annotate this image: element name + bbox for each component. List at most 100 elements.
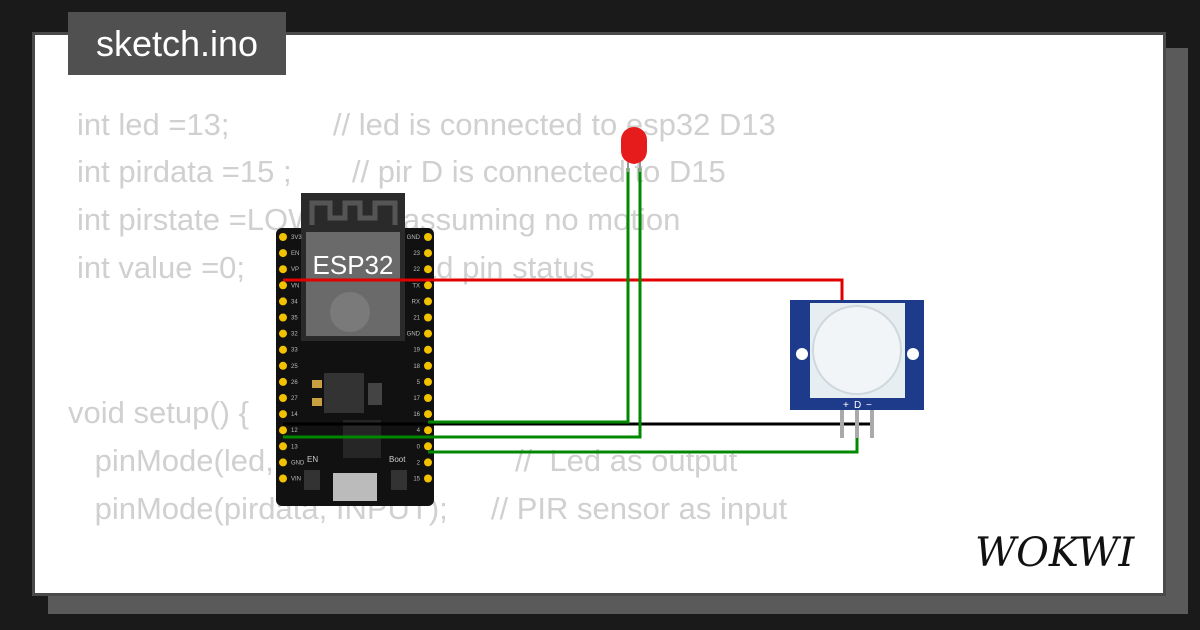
left-pins-pin[interactable] — [279, 426, 287, 435]
wokwi-logo: WOKWI — [975, 528, 1150, 578]
right-pins-pin-label: 0 — [417, 444, 421, 450]
right-pins-pin-label: 19 — [413, 348, 420, 354]
left-pins-pin-label: 33 — [291, 348, 298, 354]
left-pins-pin[interactable] — [279, 249, 287, 258]
sketch-file-tab[interactable]: sketch.ino — [68, 12, 286, 75]
left-pins-pin[interactable] — [279, 297, 287, 306]
right-pins-pin-label: RX — [412, 299, 420, 305]
right-pins-pin[interactable] — [424, 474, 432, 483]
right-pins-pin-label: 4 — [417, 428, 421, 434]
right-pins-pin-label: 22 — [413, 267, 420, 273]
led-power-indicator — [312, 380, 322, 388]
pir-pin-label-minus: − — [866, 400, 872, 411]
left-pins-pin-label: GND — [291, 460, 305, 466]
usb-port[interactable] — [333, 473, 377, 501]
wire-green-led-anode[interactable] — [283, 168, 642, 439]
right-pins-pin-label: 15 — [413, 477, 420, 483]
pir-pin-vcc — [840, 410, 844, 438]
left-pins-pin-label: VN — [291, 283, 299, 289]
right-pins-pin[interactable] — [424, 233, 432, 241]
left-pins-pin[interactable] — [279, 458, 287, 467]
espressif-logo-icon — [330, 292, 370, 332]
right-pins-pin-label: 21 — [413, 316, 420, 322]
left-pins-pin[interactable] — [279, 474, 287, 483]
left-pins-pin-label: 25 — [291, 364, 298, 370]
left-pins-pin[interactable] — [279, 281, 287, 290]
capacitor — [368, 383, 382, 405]
left-pins-pin[interactable] — [279, 442, 287, 451]
right-pins-pin-label: 18 — [413, 364, 420, 370]
right-pins-pin[interactable] — [424, 377, 432, 386]
code-line-5: void setup() { — [68, 395, 249, 430]
left-pins-pin[interactable] — [279, 233, 287, 241]
left-pins-pin[interactable] — [279, 329, 287, 338]
left-pins-pin-label: 35 — [291, 316, 298, 322]
code-line-3: int pirstate =LOW; // assuming no motion — [77, 202, 681, 237]
left-pins-pin[interactable] — [279, 410, 287, 419]
right-pins-pin[interactable] — [424, 249, 432, 258]
right-pins-pin-label: GND — [407, 235, 421, 241]
left-pins-pin[interactable] — [279, 377, 287, 386]
wire-green-pir-data[interactable] — [428, 412, 859, 454]
right-pins-pin[interactable] — [424, 281, 432, 290]
code-line-1: int led =13; // led is connected to esp3… — [77, 107, 776, 142]
pir-sensor[interactable]: + D − — [790, 300, 924, 438]
left-pins-pin-label: 14 — [291, 412, 298, 418]
wire-green-led-cathode[interactable] — [428, 168, 630, 424]
left-pins-pin[interactable] — [279, 313, 287, 322]
right-pins-pin[interactable] — [424, 458, 432, 467]
wokwi-logo-text: WOKWI — [975, 530, 1135, 576]
right-pins-pin-label: 2 — [417, 460, 421, 466]
antenna-trace — [309, 200, 398, 225]
right-pins-pin[interactable] — [424, 265, 432, 274]
left-pins-pin[interactable] — [279, 361, 287, 370]
esp32-board[interactable]: ESP32 3V3ENVPVN34353233252627141213GNDVI… — [276, 193, 434, 506]
en-label: EN — [307, 455, 318, 464]
pir-mount-hole-left — [796, 348, 808, 360]
right-pins-pin[interactable] — [424, 394, 432, 402]
left-pins-pin[interactable] — [279, 394, 287, 402]
right-pins-pin[interactable] — [424, 329, 432, 338]
pir-pin-data — [855, 410, 859, 438]
left-pins-pin-label: EN — [291, 251, 299, 257]
pir-mount-hole-right — [907, 348, 919, 360]
usb-chip — [343, 420, 381, 458]
left-pins-pin-label: 34 — [291, 299, 298, 305]
led-builtin-indicator — [312, 398, 322, 406]
pir-pin-label-d: D — [854, 400, 861, 411]
right-pins-pin[interactable] — [424, 361, 432, 370]
boot-label: Boot — [389, 455, 406, 464]
right-pins-pin-label: 17 — [413, 396, 420, 402]
fresnel-lens-icon — [812, 305, 902, 395]
left-pins-pin-label: VP — [291, 267, 299, 273]
red-led[interactable] — [621, 127, 647, 172]
right-pins-pin[interactable] — [424, 345, 432, 354]
pir-pin-gnd — [870, 410, 874, 438]
esp32-label: ESP32 — [313, 250, 394, 280]
left-pins-pin-label: 27 — [291, 396, 298, 402]
led-dome — [621, 127, 647, 164]
right-pins-pin[interactable] — [424, 410, 432, 419]
right-pins-pin[interactable] — [424, 297, 432, 306]
left-pins-pin-label: 13 — [291, 444, 298, 450]
boot-button[interactable] — [391, 470, 407, 490]
left-pins-pin[interactable] — [279, 345, 287, 354]
right-pins-pin-label: TX — [412, 283, 420, 289]
right-pins-pin[interactable] — [424, 442, 432, 451]
right-pins-pin[interactable] — [424, 426, 432, 435]
left-pins-pin-label: 26 — [291, 380, 298, 386]
right-pins-pin-label: 5 — [417, 380, 421, 386]
left-pins-pin[interactable] — [279, 265, 287, 274]
right-pins-pin-label: 23 — [413, 251, 420, 257]
left-pins-pin-label: VIN — [291, 477, 301, 483]
pir-pin-label-plus: + — [843, 400, 849, 411]
voltage-regulator — [324, 373, 364, 413]
right-pins-pin[interactable] — [424, 313, 432, 322]
left-pins-pin-label: 32 — [291, 332, 298, 338]
preview-card — [32, 32, 1166, 596]
left-pins-pin-label: 3V3 — [291, 235, 302, 241]
en-button[interactable] — [304, 470, 320, 490]
